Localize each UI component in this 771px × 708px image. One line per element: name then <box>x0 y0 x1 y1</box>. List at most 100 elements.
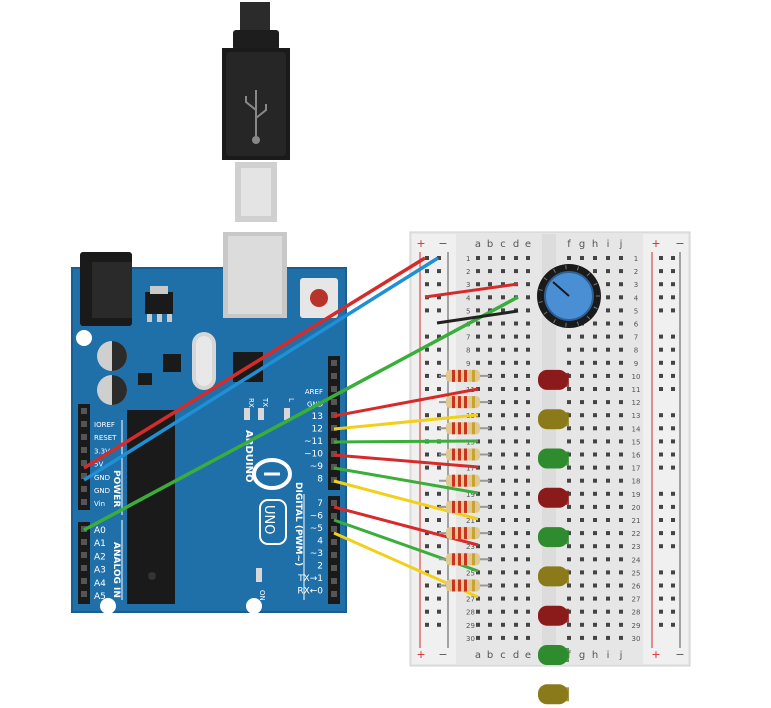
row-number-right: 5 <box>634 307 638 315</box>
row-number-left: 21 <box>466 517 475 525</box>
row-number-right: 30 <box>632 635 641 643</box>
row-number-right: 10 <box>632 373 641 381</box>
digital-pin-label: ~10 <box>304 450 323 460</box>
digital-pin-label: 12 <box>312 425 323 435</box>
resistor[interactable] <box>439 474 490 487</box>
resistor[interactable] <box>439 448 490 461</box>
usb-cable <box>222 2 290 222</box>
column-label: c <box>500 650 506 661</box>
resistor[interactable] <box>439 396 490 409</box>
wire-green[interactable] <box>333 439 479 444</box>
power-pin-label: GND <box>94 474 110 482</box>
column-label: j <box>619 650 623 661</box>
wire-green[interactable] <box>333 466 479 495</box>
digital-pin-label: AREF <box>305 388 323 396</box>
wire-red[interactable] <box>333 453 479 469</box>
row-number-left: 5 <box>466 307 470 315</box>
rail-sign: + <box>416 648 425 661</box>
digital-pin-label: ~6 <box>310 512 324 522</box>
row-number-right: 13 <box>632 412 641 420</box>
column-label: i <box>607 650 610 661</box>
wire-pot-gnd[interactable] <box>436 309 519 325</box>
digital-pin-label: ~5 <box>310 524 323 534</box>
wire-red[interactable] <box>333 387 479 418</box>
led[interactable] <box>538 566 569 587</box>
analog-pin-label: A1 <box>94 539 106 549</box>
row-number-left: 19 <box>466 491 475 499</box>
resistor[interactable] <box>439 579 490 592</box>
row-number-left: 4 <box>466 294 471 302</box>
column-label: g <box>579 239 585 250</box>
row-number-right: 3 <box>634 281 638 289</box>
row-number-left: 2 <box>466 268 470 276</box>
led[interactable] <box>538 448 569 469</box>
row-number-right: 21 <box>632 517 641 525</box>
mounting-hole <box>76 330 92 346</box>
wire-yellow[interactable] <box>333 413 479 431</box>
row-number-right: 16 <box>632 452 641 460</box>
resistor[interactable] <box>439 500 490 513</box>
led[interactable] <box>538 527 569 548</box>
row-number-left: 7 <box>466 334 470 342</box>
row-number-right: 9 <box>634 360 638 368</box>
wire-pot-vcc[interactable] <box>424 282 519 299</box>
column-label: a <box>475 650 481 661</box>
analog-pin-label: A3 <box>94 566 106 576</box>
row-number-left: 29 <box>466 622 475 630</box>
row-number-right: 22 <box>632 530 641 538</box>
row-number-right: 8 <box>634 347 638 355</box>
digital-pin-label: 7 <box>317 499 323 509</box>
row-number-right: 2 <box>634 268 638 276</box>
analog-pin-label: A0 <box>94 526 106 536</box>
row-number-left: 3 <box>466 281 470 289</box>
arduino-brand: ARDUINO <box>243 430 254 482</box>
row-number-right: 7 <box>634 334 638 342</box>
wire-gnd[interactable] <box>83 256 439 482</box>
resistor[interactable] <box>439 527 490 540</box>
led[interactable] <box>538 645 569 665</box>
potentiometer[interactable] <box>537 264 601 328</box>
column-label: b <box>487 650 493 661</box>
digital-label: DIGITAL (PWM~) <box>293 482 303 566</box>
usb-icon <box>245 90 267 144</box>
digital-pin-label: 2 <box>317 562 323 572</box>
led[interactable] <box>538 684 569 705</box>
rail-sign: − <box>438 237 447 250</box>
row-number-left: 28 <box>466 609 475 617</box>
row-number-right: 29 <box>632 622 641 630</box>
row-number-right: 14 <box>632 425 641 433</box>
digital-header-lower <box>328 496 340 604</box>
resistor[interactable] <box>439 553 490 566</box>
digital-pin-label: 13 <box>312 412 323 422</box>
column-label: f <box>567 650 571 661</box>
led[interactable] <box>538 605 569 626</box>
mounting-hole <box>100 598 116 614</box>
wire-5v[interactable] <box>83 256 426 470</box>
arduino-model: UNO <box>261 505 276 534</box>
row-number-right: 25 <box>632 569 641 577</box>
row-number-right: 17 <box>632 465 641 473</box>
row-number-right: 4 <box>634 294 639 302</box>
resistor[interactable] <box>439 422 490 435</box>
power-pin-label: IOREF <box>94 421 115 429</box>
tx-label: TX <box>261 397 269 407</box>
power-pin-label: 5V <box>94 461 103 469</box>
rx-label: RX <box>247 398 255 408</box>
led[interactable] <box>538 369 569 390</box>
led[interactable] <box>538 409 569 430</box>
led[interactable] <box>538 487 569 508</box>
wire-a0[interactable] <box>83 295 519 532</box>
row-number-right: 20 <box>632 504 641 512</box>
row-number-left: 30 <box>466 635 475 643</box>
rail-sign: − <box>675 237 684 250</box>
digital-pin-label: 8 <box>317 475 323 485</box>
power-pin-label: RESET <box>94 434 117 442</box>
arduino-board[interactable]: RX TX L ARDUINO UNO ON POWER ANALOG IN D… <box>71 232 347 614</box>
column-label: g <box>579 650 585 661</box>
column-label: h <box>592 650 598 661</box>
column-label: a <box>475 239 481 250</box>
column-label: b <box>487 239 493 250</box>
rail-sign: − <box>438 648 447 661</box>
resistor[interactable] <box>439 369 490 382</box>
analog-pin-label: A5 <box>94 592 106 602</box>
